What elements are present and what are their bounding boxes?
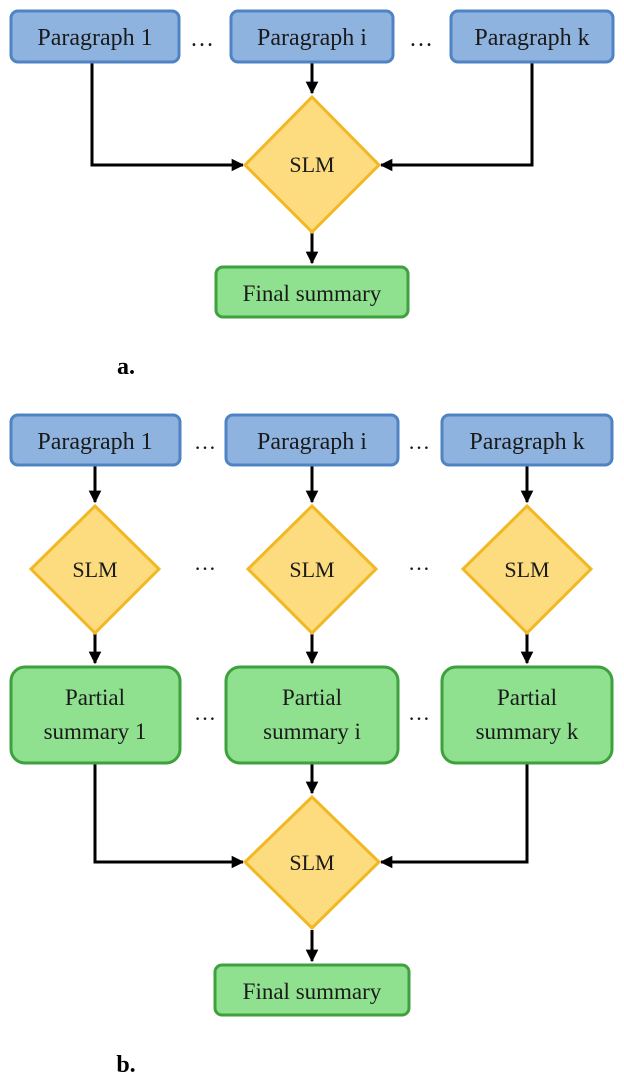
node-b-slm-i: SLM xyxy=(245,503,379,636)
node-b-paragraph-i: Paragraph i xyxy=(224,413,400,467)
node-b-partial-summary-k-line1: Partial xyxy=(497,685,557,710)
panel-b-label: b. xyxy=(116,1052,135,1078)
node-a-paragraph-i-label: Paragraph i xyxy=(257,25,367,51)
node-b-final-slm-label: SLM xyxy=(289,850,334,875)
ellipsis-b-1: … xyxy=(194,429,216,454)
node-a-final-summary-label: Final summary xyxy=(243,281,382,306)
node-b-slm-k-label: SLM xyxy=(504,557,549,582)
edge-a-pk-to-slm xyxy=(379,62,534,172)
node-b-slm-1-label: SLM xyxy=(72,557,117,582)
node-b-slm-i-label: SLM xyxy=(289,557,334,582)
node-b-paragraph-1-label: Paragraph 1 xyxy=(37,429,152,455)
ellipsis-a-1: … xyxy=(190,26,214,52)
node-a-paragraph-k: Paragraph k xyxy=(449,9,615,64)
ellipsis-b-2: … xyxy=(408,429,430,454)
ellipsis-b-4: … xyxy=(408,550,430,575)
node-b-partial-summary-i: Partial summary i xyxy=(224,665,400,765)
node-b-partial-summary-k-line2: summary k xyxy=(476,719,579,744)
panel-a-label: a. xyxy=(117,354,135,380)
node-b-paragraph-k-label: Paragraph k xyxy=(469,429,584,455)
node-b-slm-1: SLM xyxy=(28,503,162,636)
node-a-paragraph-1-label: Paragraph 1 xyxy=(37,25,152,51)
node-a-slm: SLM xyxy=(242,94,382,235)
node-a-final-summary: Final summary xyxy=(214,265,410,319)
ellipsis-b-5: … xyxy=(194,700,216,725)
node-b-final-summary: Final summary xyxy=(213,963,411,1017)
ellipsis-a-2: … xyxy=(409,26,433,52)
node-b-partial-summary-i-line2: summary i xyxy=(263,719,361,744)
node-b-final-slm: SLM xyxy=(242,794,382,931)
node-b-paragraph-i-label: Paragraph i xyxy=(257,429,367,455)
edge-b-partial1-to-final-slm xyxy=(93,763,245,869)
node-b-partial-summary-i-line1: Partial xyxy=(282,685,342,710)
node-a-slm-label: SLM xyxy=(289,152,334,177)
ellipsis-b-6: … xyxy=(408,700,430,725)
node-b-final-summary-label: Final summary xyxy=(243,979,382,1004)
node-b-partial-summary-k: Partial summary k xyxy=(440,665,614,765)
edge-a-p1-to-slm xyxy=(90,62,245,172)
node-b-partial-summary-1-line2: summary 1 xyxy=(44,719,147,744)
node-b-slm-k: SLM xyxy=(460,503,594,636)
node-a-paragraph-i: Paragraph i xyxy=(229,9,395,64)
node-b-paragraph-1: Paragraph 1 xyxy=(9,413,182,467)
ellipsis-b-3: … xyxy=(194,550,216,575)
node-a-paragraph-1: Paragraph 1 xyxy=(9,9,181,64)
edge-b-partialk-to-final-slm xyxy=(379,763,529,869)
node-b-partial-summary-1-line1: Partial xyxy=(65,685,125,710)
node-b-partial-summary-1: Partial summary 1 xyxy=(9,665,182,765)
node-a-paragraph-k-label: Paragraph k xyxy=(474,25,589,51)
node-b-paragraph-k: Paragraph k xyxy=(440,413,614,467)
panel-b: Paragraph 1 … Paragraph i … Paragraph k … xyxy=(9,413,614,1078)
panel-a: Paragraph 1 … Paragraph i … Paragraph k … xyxy=(9,9,615,380)
